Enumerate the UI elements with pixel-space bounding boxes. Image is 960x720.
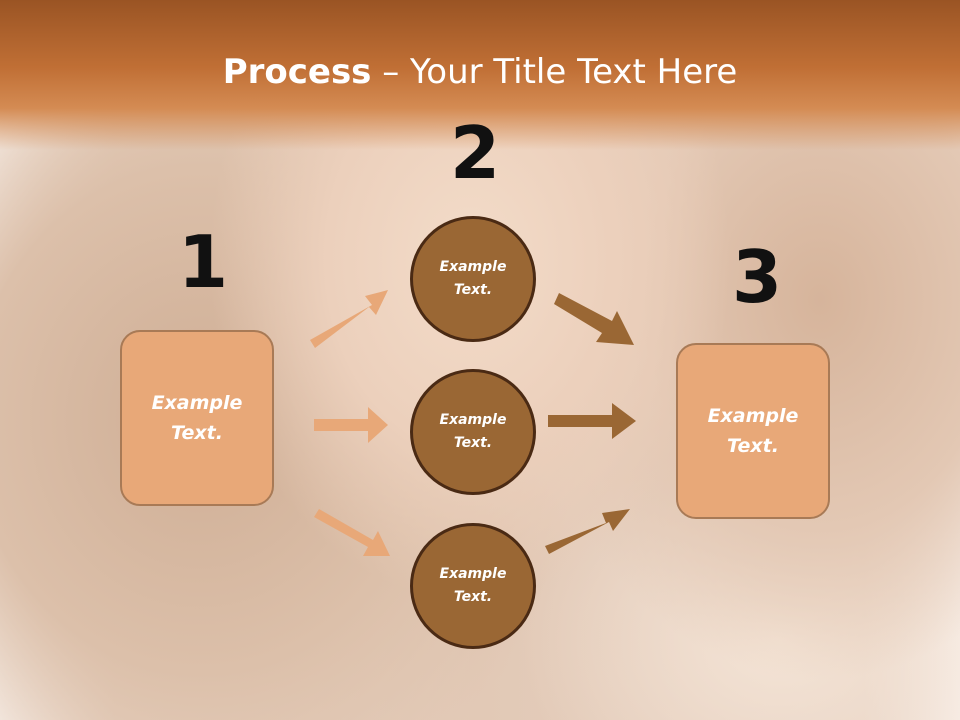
arrow-box1-to-circle-top bbox=[310, 290, 388, 348]
circle-bottom-text: Example Text. bbox=[439, 566, 507, 605]
arrow-box1-to-circle-bottom bbox=[314, 509, 390, 556]
step-1-box-text: Example Text. bbox=[151, 392, 243, 444]
step-2-circle-top: Example Text. bbox=[410, 216, 536, 342]
title-bold: Process bbox=[222, 52, 372, 92]
title-rest: – Your Title Text Here bbox=[371, 52, 738, 92]
step-number-1: 1 bbox=[178, 220, 229, 304]
arrow-circle-middle-to-box3 bbox=[548, 403, 636, 439]
step-2-circle-middle: Example Text. bbox=[410, 369, 536, 495]
step-3-box: Example Text. bbox=[676, 343, 830, 519]
step-number-2: 2 bbox=[450, 111, 501, 195]
step-2-circle-bottom: Example Text. bbox=[410, 523, 536, 649]
arrow-box1-to-circle-middle bbox=[314, 407, 388, 443]
arrow-circle-top-to-box3 bbox=[554, 293, 634, 345]
step-1-box: Example Text. bbox=[120, 330, 274, 506]
circle-top-text: Example Text. bbox=[439, 259, 507, 298]
title-banner bbox=[0, 0, 960, 150]
slide-title: Process – Your Title Text Here bbox=[0, 52, 960, 92]
arrow-circle-bottom-to-box3 bbox=[545, 509, 630, 554]
step-number-3: 3 bbox=[732, 235, 783, 319]
circle-middle-text: Example Text. bbox=[439, 412, 507, 451]
step-3-box-text: Example Text. bbox=[707, 405, 799, 457]
